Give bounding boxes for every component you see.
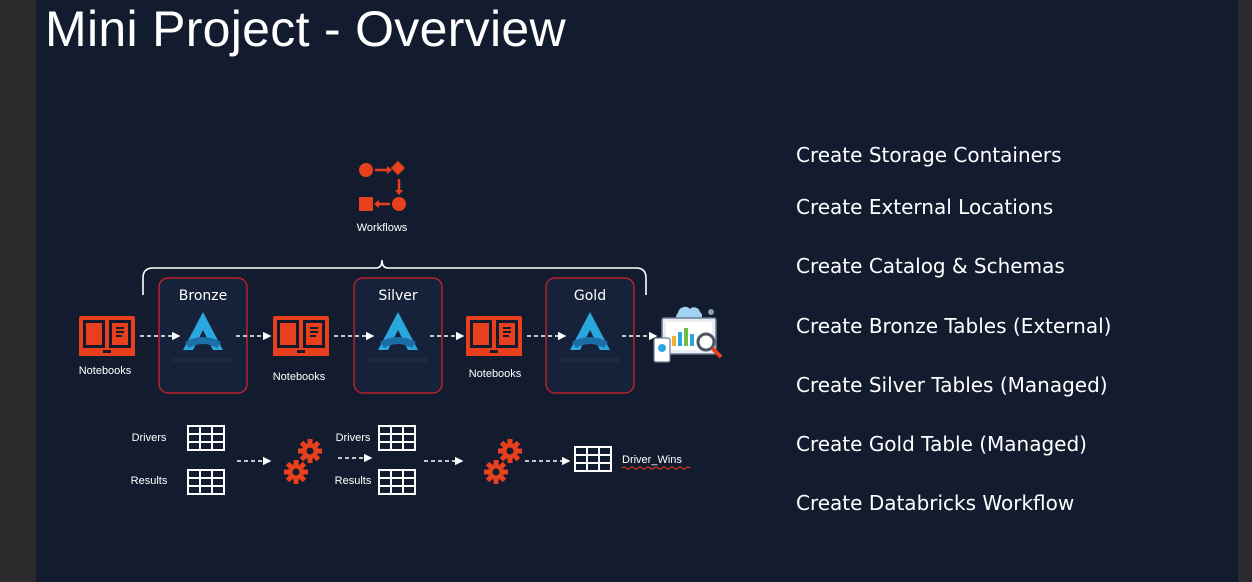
gears-icon [484, 439, 522, 484]
gears-icon [284, 439, 322, 484]
gold-label: Gold [574, 288, 606, 304]
slide-title: Mini Project - Overview [45, 1, 566, 57]
step-item: Create Storage Containers [796, 143, 1062, 167]
workflows-label: Workflows [357, 222, 408, 234]
drivers-label: Drivers [336, 432, 371, 444]
dashboard-icon [653, 306, 723, 363]
bronze-label: Bronze [179, 288, 227, 304]
silver-stage-box [353, 277, 443, 394]
spellcheck-underline [621, 466, 691, 470]
workflows-icon [359, 160, 406, 211]
notebook-icon [466, 316, 522, 356]
silver-label: Silver [378, 288, 418, 304]
drivers-table-icon [378, 425, 416, 451]
step-item: Create Gold Table (Managed) [796, 432, 1087, 456]
window-edge [1238, 0, 1252, 582]
notebooks-label: Notebooks [273, 371, 326, 383]
step-item: Create Silver Tables (Managed) [796, 373, 1108, 397]
notebooks-label: Notebooks [79, 365, 132, 377]
slide: Mini Project - Overview [36, 0, 1238, 582]
step-item: Create External Locations [796, 195, 1054, 219]
notebooks-label: Notebooks [469, 368, 522, 380]
results-label: Results [335, 475, 372, 487]
drivers-label: Drivers [132, 432, 167, 444]
driver-wins-table-icon [574, 446, 612, 472]
step-item: Create Bronze Tables (External) [796, 314, 1112, 338]
driver-wins-label: Driver_Wins [622, 454, 682, 466]
architecture-diagram: Workflows Bronze Silver Gold Notebooks N… [79, 160, 723, 495]
step-item: Create Databricks Workflow [796, 491, 1075, 515]
results-table-icon [187, 469, 225, 495]
results-table-icon [378, 469, 416, 495]
gold-stage-box [545, 277, 635, 394]
notebook-icon [79, 316, 135, 356]
workflow-brace [142, 259, 647, 295]
results-label: Results [131, 475, 168, 487]
notebook-icon [273, 316, 329, 356]
step-item: Create Catalog & Schemas [796, 254, 1065, 278]
drivers-table-icon [187, 425, 225, 451]
